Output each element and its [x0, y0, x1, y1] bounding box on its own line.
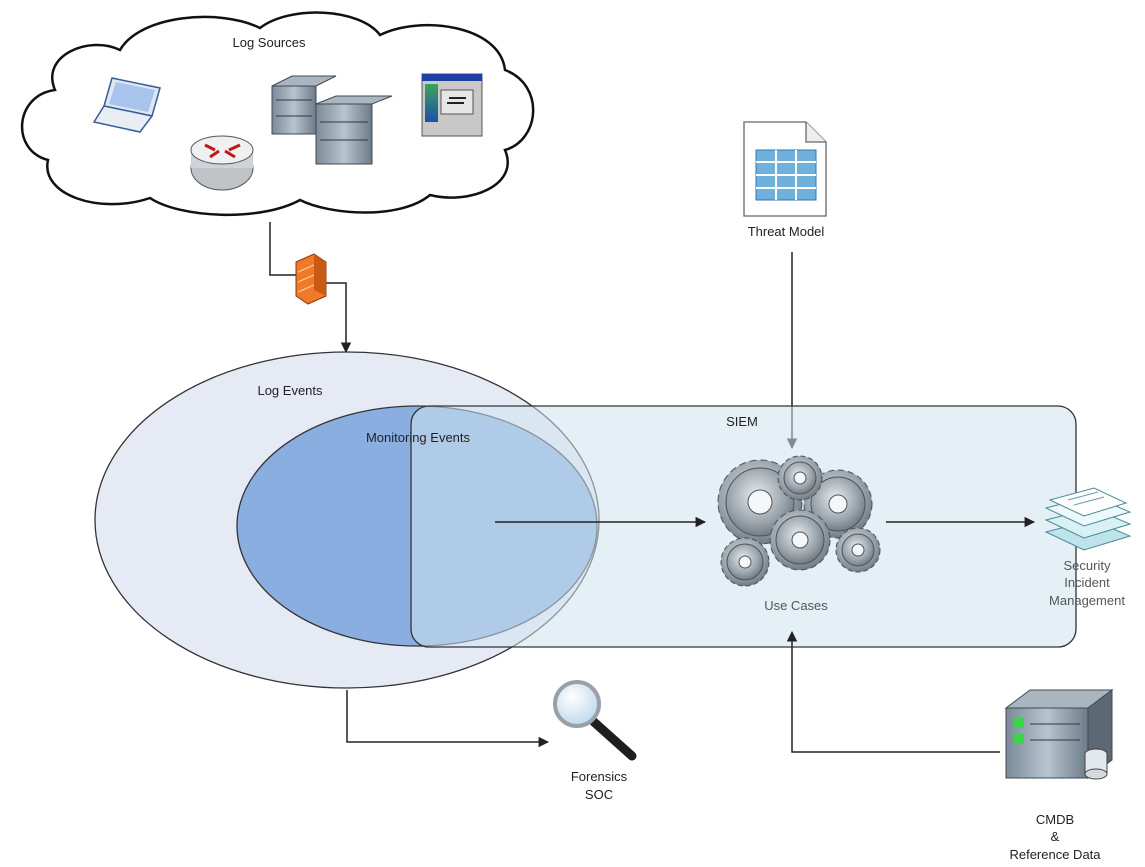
firewall-icon [295, 253, 327, 305]
threat-model-label: Threat Model [748, 224, 825, 239]
log-events-label: Log Events [257, 383, 323, 398]
magnifier-icon [553, 680, 637, 761]
cmdb-label-line3: Reference Data [1009, 847, 1101, 862]
cmdb-label-line1: CMDB [1036, 812, 1074, 827]
log-sources-cloud: Log Sources [21, 11, 535, 217]
monitoring-events-label: Monitoring Events [366, 430, 471, 445]
server-rack-icon [271, 75, 393, 165]
log-sources-label: Log Sources [233, 35, 306, 50]
cmdb-to-use-cases-arrow [786, 630, 1000, 753]
gears-icon [717, 455, 881, 587]
firewall-to-log-events-arrow [322, 282, 352, 354]
cloud-to-firewall-connector [269, 222, 300, 276]
security-incident-label-line1: Security [1064, 558, 1111, 573]
stacked-documents-icon [1044, 487, 1132, 551]
document-table-icon [743, 121, 827, 217]
forensics-label-line2: SOC [585, 787, 613, 802]
database-server-icon [1004, 689, 1114, 780]
security-incident-label-line3: Management [1049, 593, 1125, 608]
siem-label: SIEM [726, 414, 758, 429]
laptop-icon [92, 77, 161, 133]
cmdb-label-line2: & [1051, 829, 1060, 844]
log-events-to-forensics-arrow [346, 690, 550, 748]
use-cases-label: Use Cases [764, 598, 828, 613]
application-window-icon [421, 73, 483, 137]
security-incident-label-line2: Incident [1064, 575, 1110, 590]
router-icon [190, 135, 254, 191]
forensics-label-line1: Forensics [571, 769, 628, 784]
